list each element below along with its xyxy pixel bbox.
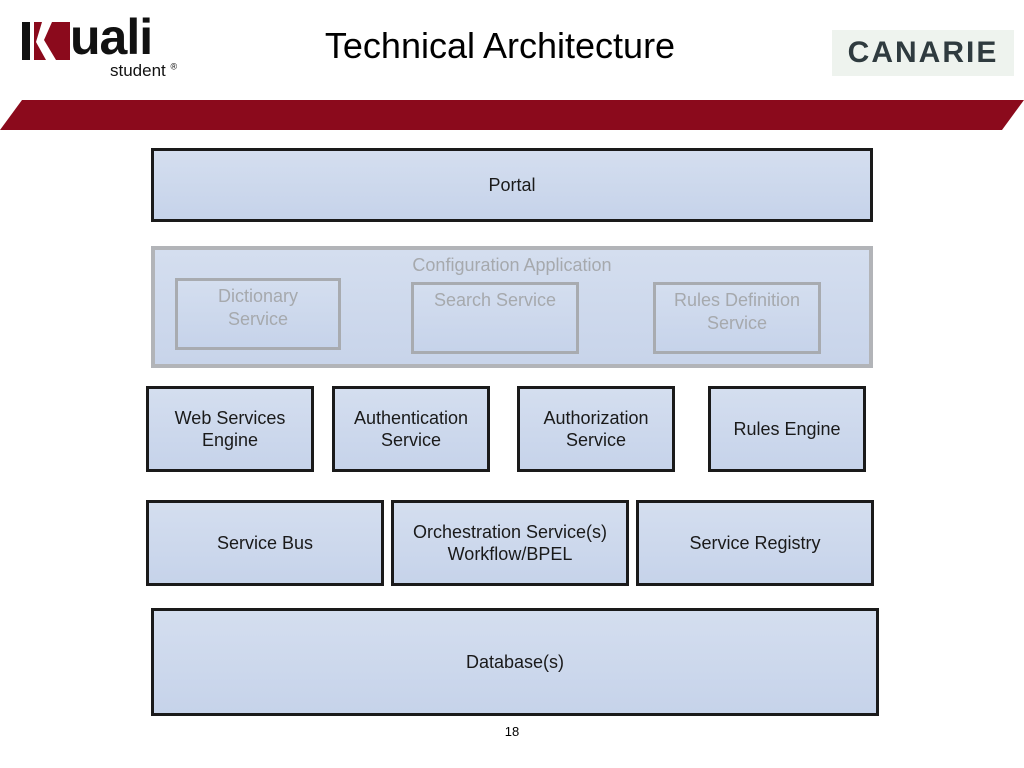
portal-box: Portal: [151, 148, 873, 222]
portal-label: Portal: [488, 174, 536, 195]
configuration-application-label: Configuration Application: [412, 255, 612, 275]
kuali-k-icon: [22, 22, 70, 60]
search-service-box: Search Service: [411, 282, 579, 354]
orchestration-service-label: Orchestration Service(s) Workflow/BPEL: [412, 521, 608, 565]
service-registry-label: Service Registry: [689, 532, 821, 553]
rules-engine-box: Rules Engine: [708, 386, 866, 472]
authentication-service-label: Authentication Service: [353, 407, 469, 451]
banner-stripe: [0, 100, 1024, 130]
dictionary-service-label: Dictionary Service: [217, 286, 299, 329]
search-service-label: Search Service: [433, 290, 557, 310]
orchestration-service-box: Orchestration Service(s) Workflow/BPEL: [391, 500, 629, 586]
dictionary-service-box: Dictionary Service: [175, 278, 341, 350]
service-bus-label: Service Bus: [216, 532, 314, 553]
service-bus-box: Service Bus: [146, 500, 384, 586]
authentication-service-box: Authentication Service: [332, 386, 490, 472]
header-banner: [0, 100, 1024, 130]
page-number: 18: [504, 724, 520, 739]
authorization-service-box: Authorization Service: [517, 386, 675, 472]
database-box: Database(s): [151, 608, 879, 716]
kuali-student-logo: uali student ®: [22, 12, 197, 82]
kuali-subtitle: student ®: [110, 62, 177, 79]
registered-mark: ®: [170, 61, 178, 72]
service-registry-box: Service Registry: [636, 500, 874, 586]
slide-title: Technical Architecture: [324, 25, 676, 66]
web-services-engine-label: Web Services Engine: [174, 407, 286, 451]
kuali-subtitle-text: student: [110, 61, 166, 80]
authorization-service-label: Authorization Service: [543, 407, 649, 451]
rules-definition-service-box: Rules Definition Service: [653, 282, 821, 354]
database-label: Database(s): [465, 651, 565, 672]
web-services-engine-box: Web Services Engine: [146, 386, 314, 472]
rules-definition-service-label: Rules Definition Service: [673, 290, 801, 333]
canarie-logo: CANARIE: [832, 30, 1014, 76]
configuration-application-box: Configuration Application Dictionary Ser…: [151, 246, 873, 368]
kuali-wordmark: uali: [70, 9, 153, 65]
rules-engine-label: Rules Engine: [733, 418, 841, 439]
